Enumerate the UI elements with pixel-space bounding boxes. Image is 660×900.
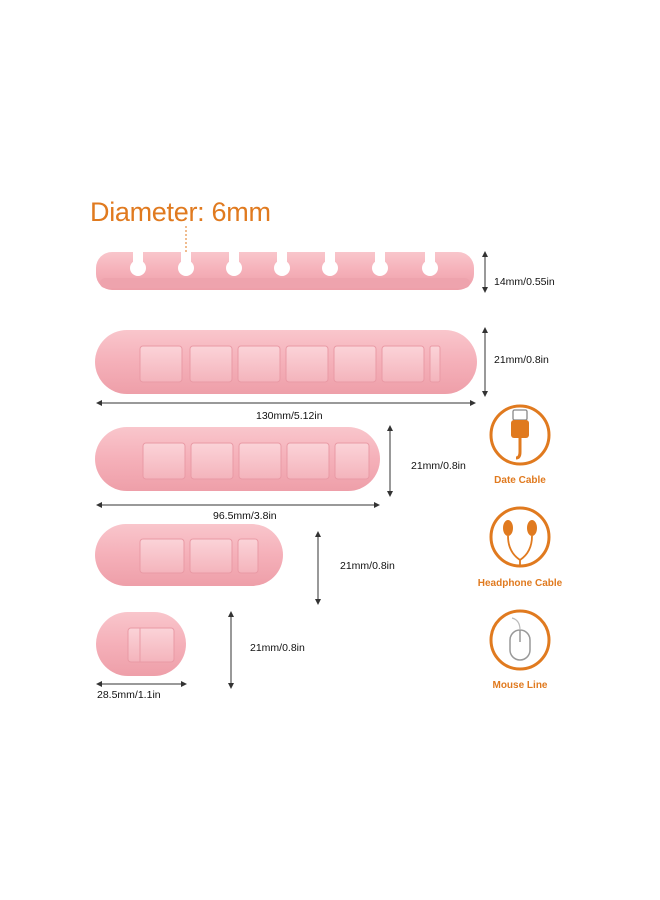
six-slot-height-label: 21mm/0.8in (411, 460, 466, 472)
diameter-label: Diameter: 6mm (90, 197, 271, 227)
four-slot-clip (95, 524, 283, 586)
two-slot-height-label: 21mm/0.8in (250, 642, 305, 654)
seven-slot-height-label: 21mm/0.8in (494, 354, 549, 366)
four-slot-height-label: 21mm/0.8in (340, 560, 395, 572)
top-height-label: 14mm/0.55in (494, 276, 555, 288)
seven-slot-clip (95, 330, 477, 394)
top-clip-side-view (96, 252, 474, 290)
mouse-line-label: Mouse Line (492, 680, 548, 691)
two-slot-width-label: 28.5mm/1.1in (97, 689, 161, 701)
usb-cable-icon (489, 404, 551, 466)
mouse-icon (489, 609, 551, 671)
date-cable-label: Date Cable (494, 475, 546, 486)
two-slot-clip (96, 612, 186, 676)
earphones-icon (489, 506, 551, 568)
seven-slot-width-label: 130mm/5.12in (256, 410, 323, 422)
six-slot-clip (95, 427, 380, 491)
headphone-cable-label: Headphone Cable (477, 578, 563, 589)
six-slot-width-label: 96.5mm/3.8in (213, 510, 277, 522)
